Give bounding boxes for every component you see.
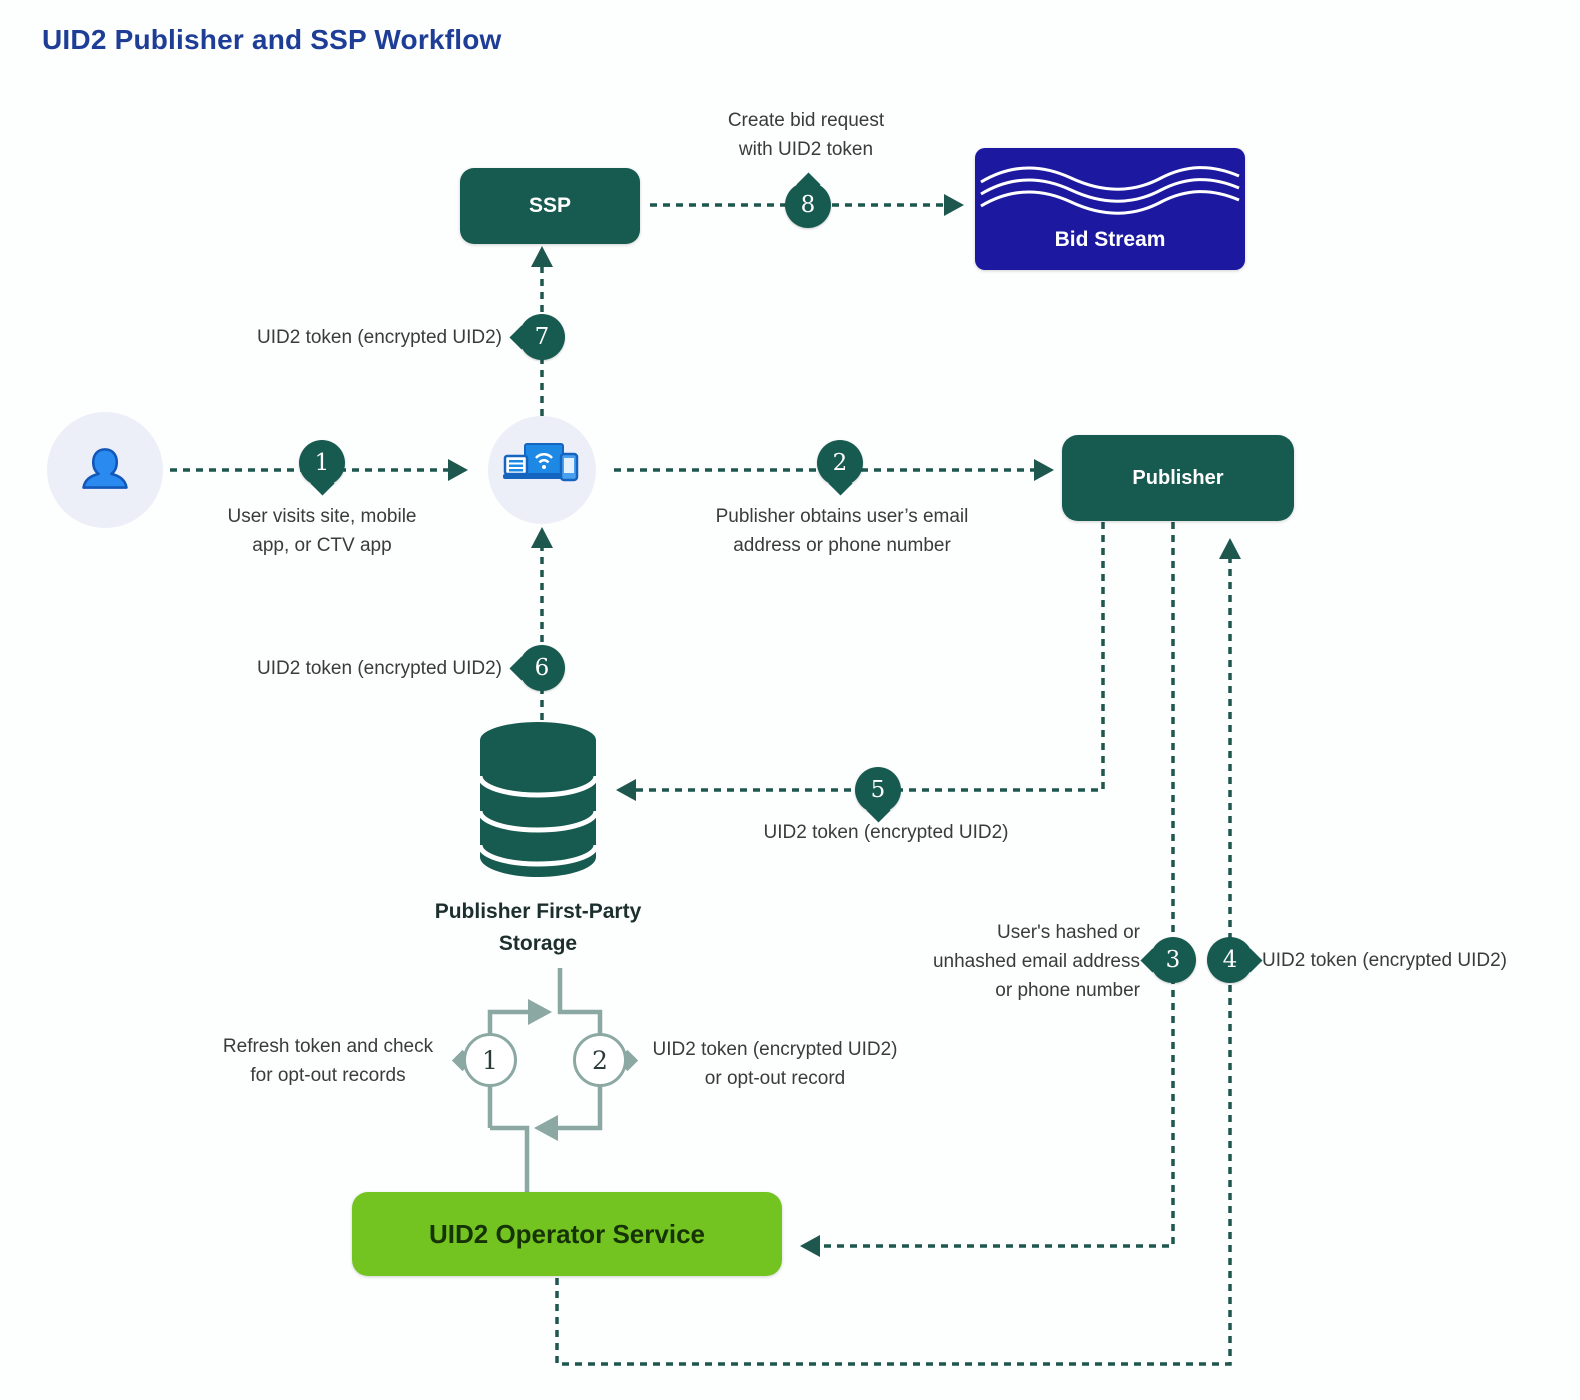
arrowhead-left-icon <box>616 779 636 801</box>
arrowhead-left-icon <box>800 1235 820 1257</box>
arrowhead-right-icon <box>1034 459 1054 481</box>
node-uid2-operator-service: UID2 Operator Service <box>352 1192 782 1276</box>
arrowhead-right-icon <box>944 194 964 216</box>
node-publisher-label: Publisher <box>1132 466 1224 489</box>
label-refresh-token: Refresh token and check for opt-out reco… <box>222 1036 434 1086</box>
database-icon <box>477 722 599 877</box>
label-uid2-token-4: UID2 token (encrypted UID2) <box>1262 950 1507 971</box>
devices-icon <box>503 443 579 482</box>
label-create-bid-request: Create bid request with UID2 token <box>727 110 885 160</box>
arrowhead-up-icon <box>531 246 553 267</box>
label-uid2-token-6: UID2 token (encrypted UID2) <box>257 658 502 679</box>
node-bid-stream-label: Bid Stream <box>1054 228 1166 251</box>
node-bid-stream: Bid Stream <box>975 148 1245 270</box>
arrowhead-up-icon <box>531 527 553 548</box>
flow-arrowheads <box>448 194 1241 1257</box>
label-token-or-optout: UID2 token (encrypted UID2) or opt-out r… <box>652 1039 898 1089</box>
arrowhead-up-icon <box>1219 538 1241 559</box>
node-ssp: SSP <box>460 168 640 244</box>
label-user-visits: User visits site, mobile app, or CTV app <box>227 506 417 556</box>
flow-publisher-to-storage <box>634 522 1105 792</box>
user-avatar-circle <box>47 412 163 528</box>
arrowhead-right-icon <box>448 459 468 481</box>
devices-circle <box>488 416 596 524</box>
node-ssp-label: SSP <box>528 194 572 217</box>
page-title: UID2 Publisher and SSP Workflow <box>42 24 502 55</box>
waves-icon <box>980 166 1240 215</box>
user-icon <box>82 448 128 489</box>
step-badge-4: 4 <box>1207 937 1253 983</box>
loop-substep-2: 2 <box>573 1033 627 1087</box>
step-badge-8: 8 <box>785 182 831 228</box>
label-uid2-token-7: UID2 token (encrypted UID2) <box>257 327 502 348</box>
label-users-hashed-email: User's hashed or unhashed email address … <box>932 922 1140 1001</box>
arrowhead-right-icon <box>528 999 552 1025</box>
node-publisher: Publisher <box>1062 435 1294 521</box>
step-badge-1: 1 <box>299 440 345 486</box>
dashed-flow-lines <box>170 203 1232 1366</box>
flow-publisher-to-operator <box>818 522 1175 1248</box>
label-publisher-obtains: Publisher obtains user’s email address o… <box>715 506 969 556</box>
step-badge-2: 2 <box>817 440 863 486</box>
label-uid2-token-5: UID2 token (encrypted UID2) <box>763 822 1009 843</box>
step-badge-5: 5 <box>855 767 901 813</box>
loop-substep-1: 1 <box>463 1033 517 1087</box>
step-badge-6: 6 <box>519 645 565 691</box>
label-publisher-first-party-storage: Publisher First-Party Storage <box>434 900 642 955</box>
refresh-loop-arrowheads <box>528 999 558 1141</box>
arrowhead-left-icon <box>534 1115 558 1141</box>
step-badge-7: 7 <box>519 314 565 360</box>
node-operator-label: UID2 Operator Service <box>428 1218 705 1249</box>
loop-bottom-stem <box>490 1125 530 1192</box>
step-badge-3: 3 <box>1150 937 1196 983</box>
